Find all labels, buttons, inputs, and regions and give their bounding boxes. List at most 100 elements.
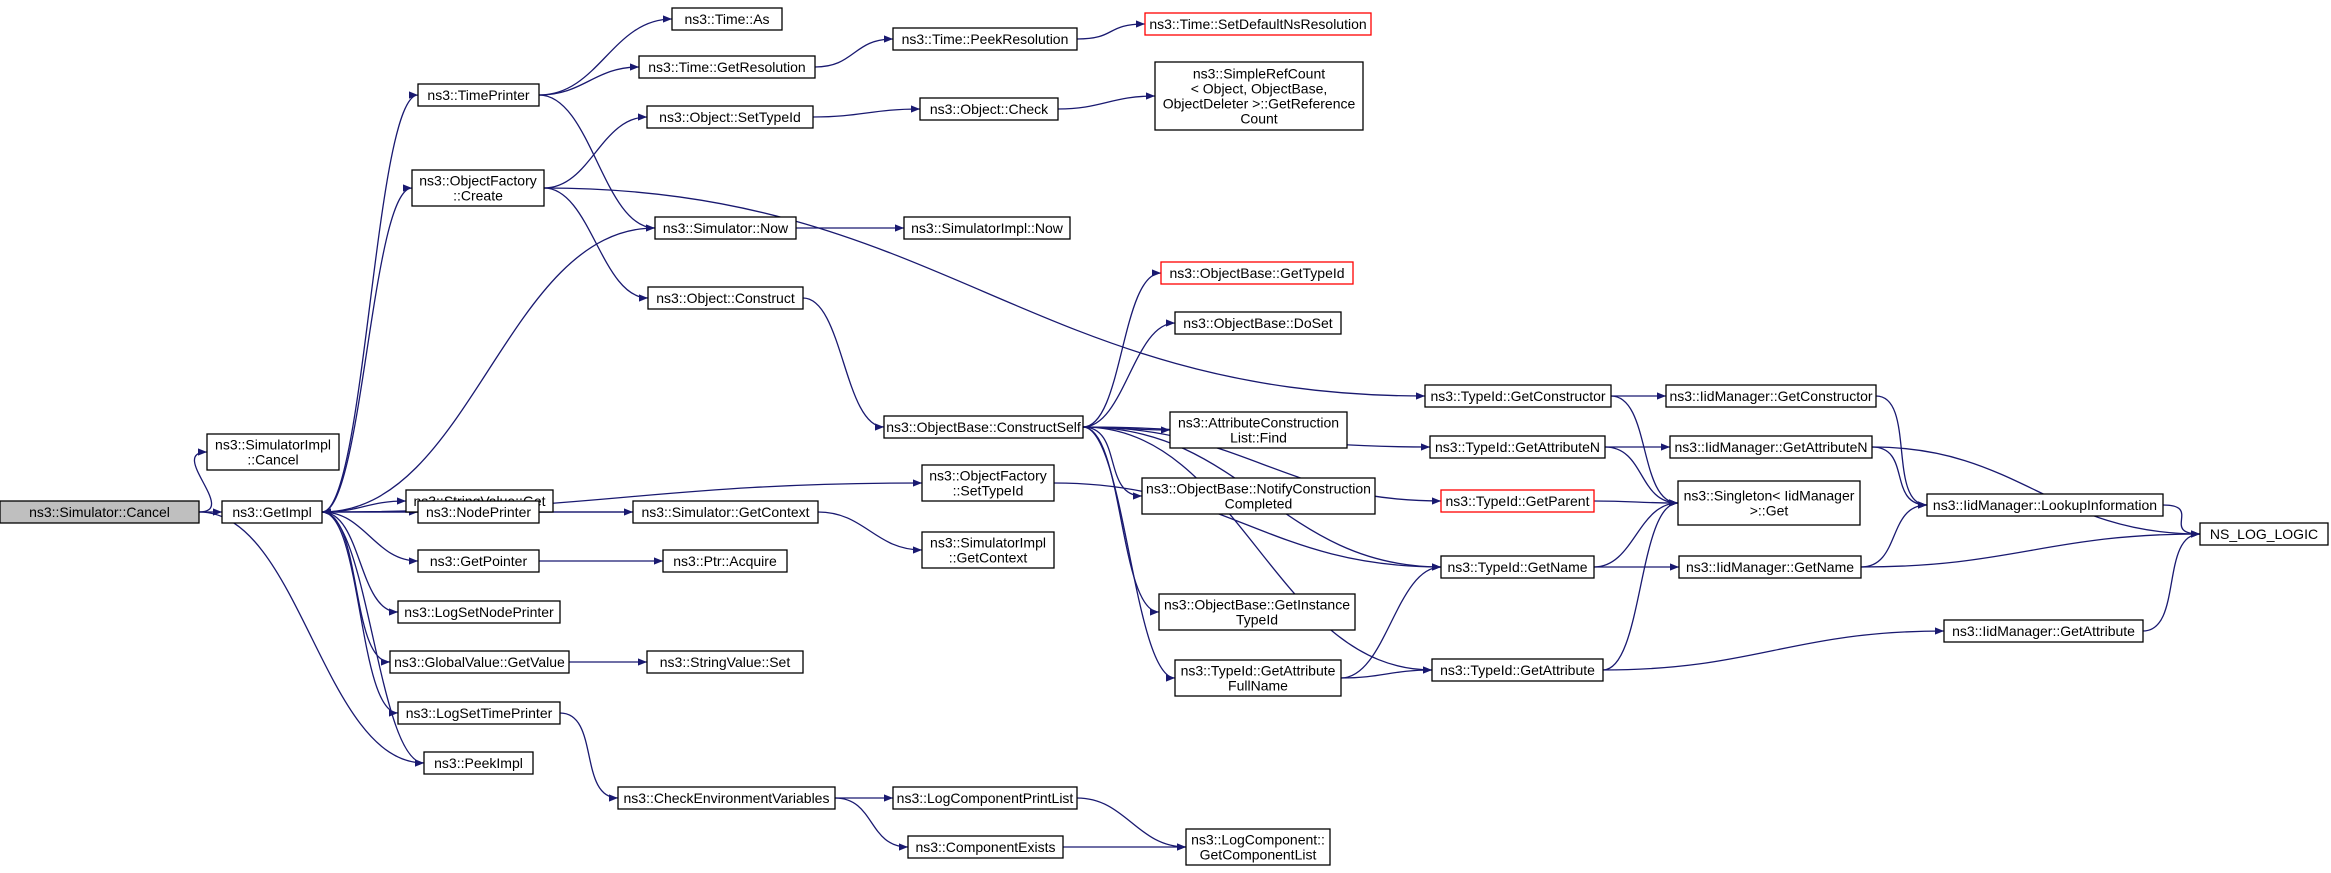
node-box [417,549,540,573]
node-box [1160,261,1354,285]
node-stringvalue-set[interactable]: ns3::StringValue::Set [646,650,804,674]
node-simimpl-now[interactable]: ns3::SimulatorImpl::Now [903,216,1071,240]
node-logcomp-getlist[interactable]: ns3::LogComponent::GetComponentList [1185,828,1331,866]
node-logcompprintlist[interactable]: ns3::LogComponentPrintList [892,786,1078,810]
node-iid-getconstructor[interactable]: ns3::IidManager::GetConstructor [1665,384,1877,408]
node-label: ns3::SimpleRefCount [1193,66,1325,82]
node-box [892,786,1078,810]
node-label: ns3::Simulator::GetContext [641,504,809,520]
edge-timeprinter-to-time-getres [538,63,640,96]
node-globalvalue-getvalue[interactable]: ns3::GlobalValue::GetValue [389,650,570,674]
node-getpointer[interactable]: ns3::GetPointer [417,549,540,573]
node-time-setdef[interactable]: ns3::Time::SetDefaultNsResolution [1144,12,1372,36]
node-simimpl-cancel[interactable]: ns3::SimulatorImpl::Cancel [206,433,340,471]
node-ob-gettypeid[interactable]: ns3::ObjectBase::GetTypeId [1160,261,1354,285]
edge-getimpl-to-stringvalue-get [321,497,407,513]
node-box [647,286,804,310]
node-tid-getparent[interactable]: ns3::TypeId::GetParent [1440,489,1595,513]
node-iid-getattributen[interactable]: ns3::IidManager::GetAttributeN [1669,435,1873,459]
node-time-getres[interactable]: ns3::Time::GetResolution [638,55,816,79]
node-label: List::Find [1230,430,1287,446]
edge-tid-getname-to-singleton-get [1593,499,1679,568]
node-simplerefcount[interactable]: ns3::SimpleRefCount< Object, ObjectBase,… [1154,61,1364,131]
node-simimpl-getcontext[interactable]: ns3::SimulatorImpl::GetContext [921,531,1055,569]
node-checkenv[interactable]: ns3::CheckEnvironmentVariables [617,786,836,810]
node-iid-getname[interactable]: ns3::IidManager::GetName [1678,555,1862,579]
edge-sim-getcontext-to-simimpl-getcontext [817,511,923,554]
node-peekimpl[interactable]: ns3::PeekImpl [423,751,534,775]
node-label: ns3::LogComponentPrintList [897,790,1074,806]
edge-tid-getattributen-to-singleton-get [1604,446,1679,507]
node-of-settypeid[interactable]: ns3::ObjectFactory::SetTypeId [921,464,1055,502]
node-label: ns3::Time::As [684,11,769,27]
node-obj-settypeid[interactable]: ns3::Object::SetTypeId [646,105,814,129]
edge-obj-check-to-simplerefcount [1057,92,1156,110]
edge-tid-getattrfullname-to-tid-getname [1340,563,1442,679]
node-tid-getconstructor[interactable]: ns3::TypeId::GetConstructor [1424,384,1612,408]
node-obj-check[interactable]: ns3::Object::Check [919,97,1059,121]
node-box [1185,828,1331,866]
node-ptr-acquire[interactable]: ns3::Ptr::Acquire [662,549,788,573]
node-label: ns3::AttributeConstruction [1178,415,1339,431]
node-box [892,27,1078,51]
node-ob-doset[interactable]: ns3::ObjectBase::DoSet [1174,311,1342,335]
node-logsetnodeprinter[interactable]: ns3::LogSetNodePrinter [397,600,561,624]
node-tid-getattributen[interactable]: ns3::TypeId::GetAttributeN [1429,435,1606,459]
node-box [0,500,200,524]
node-obj-construct[interactable]: ns3::Object::Construct [647,286,804,310]
node-label: ns3::TypeId::GetAttributeN [1435,439,1600,455]
node-sim-now[interactable]: ns3::Simulator::Now [654,216,797,240]
node-time-as[interactable]: ns3::Time::As [671,7,783,31]
node-box [919,97,1059,121]
node-box [662,549,788,573]
node-label: ns3::StringValue::Set [660,654,791,670]
node-box [221,500,323,524]
node-tid-getattribute[interactable]: ns3::TypeId::GetAttribute [1431,658,1604,682]
node-box [417,500,540,524]
node-timeprinter[interactable]: ns3::TimePrinter [417,83,540,107]
node-box [646,650,804,674]
node-box [903,216,1071,240]
node-box [1926,493,2164,517]
node-box [1158,593,1356,631]
edge-iid-getname-to-ns-log-logic [1860,530,2201,568]
node-objfactory-create[interactable]: ns3::ObjectFactory::Create [411,169,545,207]
node-box [1169,411,1348,449]
node-singleton-get[interactable]: ns3::Singleton< IidManager>::Get [1677,480,1861,526]
node-label: ::SetTypeId [953,483,1024,499]
node-label: ns3::TypeId::GetAttribute [1440,662,1595,678]
node-label: ::Cancel [247,452,298,468]
node-time-peekres[interactable]: ns3::Time::PeekResolution [892,27,1078,51]
node-iid-lookup[interactable]: ns3::IidManager::LookupInformation [1926,493,2164,517]
edge-logcompprintlist-to-logcomp-getlist [1076,797,1187,851]
node-sim-getcontext[interactable]: ns3::Simulator::GetContext [632,500,819,524]
edge-tid-getattribute-to-singleton-get [1602,499,1679,671]
node-label: ns3::ObjectBase::ConstructSelf [886,419,1081,435]
node-box [671,7,783,31]
edge-getimpl-to-logsetnodeprinter [321,511,399,616]
node-ob-notify[interactable]: ns3::ObjectBase::NotifyConstructionCompl… [1141,477,1376,515]
node-label: ns3::PeekImpl [434,755,523,771]
node-box [389,650,570,674]
node-tid-getname[interactable]: ns3::TypeId::GetName [1440,555,1595,579]
node-getimpl[interactable]: ns3::GetImpl [221,500,323,524]
edge-iid-lookup-to-ns-log-logic [2162,504,2201,538]
node-box [632,500,819,524]
node-box [1677,480,1861,526]
node-nodeprinter[interactable]: ns3::NodePrinter [417,500,540,524]
node-box [1440,555,1595,579]
node-box [2199,522,2329,546]
node-iid-getattribute[interactable]: ns3::IidManager::GetAttribute [1943,619,2144,643]
node-logsettimeprinter[interactable]: ns3::LogSetTimePrinter [397,701,561,725]
node-ob-constructself[interactable]: ns3::ObjectBase::ConstructSelf [883,415,1084,439]
node-ns-log-logic[interactable]: NS_LOG_LOGIC [2199,522,2329,546]
node-compexists[interactable]: ns3::ComponentExists [907,835,1064,859]
node-box [1669,435,1873,459]
node-box [921,464,1055,502]
node-cancel[interactable]: ns3::Simulator::Cancel [0,500,200,524]
function-nodes: ns3::Simulator::Cancelns3::SimulatorImpl… [0,7,2329,866]
